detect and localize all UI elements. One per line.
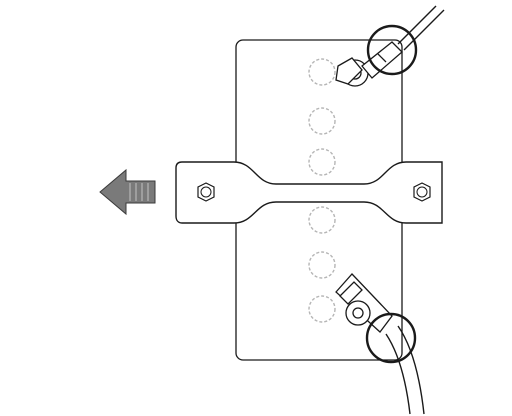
cell-cap [308, 58, 336, 86]
cell-cap [308, 295, 336, 323]
cell-cap [308, 148, 336, 176]
cell-cap [308, 206, 336, 234]
direction-arrow-icon [99, 168, 156, 216]
negative-terminal-clamp-icon [335, 273, 425, 415]
bolt-hex-icon [197, 182, 215, 202]
cell-cap [308, 251, 336, 279]
cell-caps [308, 58, 336, 323]
hold-down-bracket [175, 161, 443, 224]
positive-terminal-clamp-icon [335, 5, 445, 87]
cell-cap [308, 107, 336, 135]
positive-terminal-highlight [366, 24, 418, 76]
negative-cable [385, 333, 411, 415]
positive-cable [397, 5, 437, 45]
negative-terminal-highlight [365, 312, 417, 364]
bolt-hex-icon [413, 182, 431, 202]
